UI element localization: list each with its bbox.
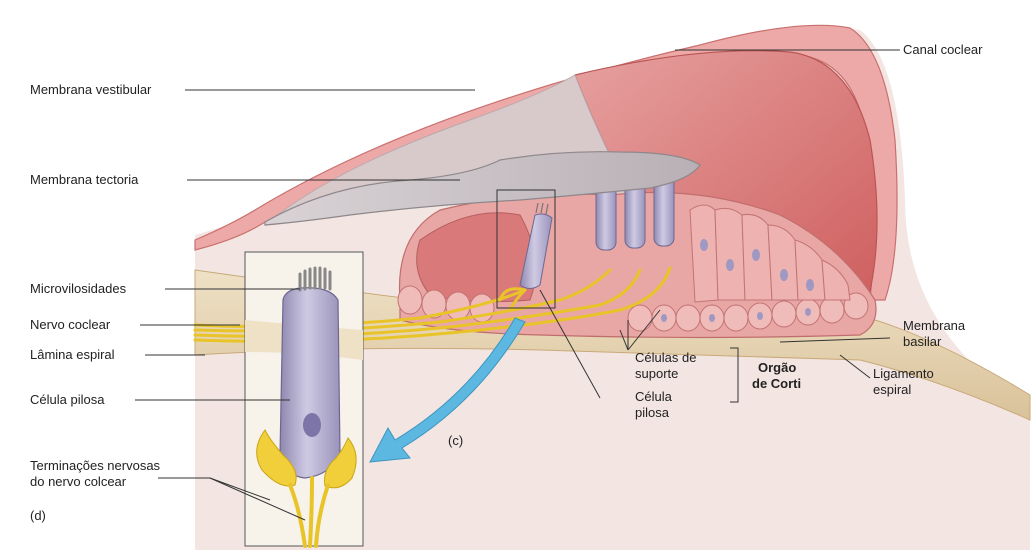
- label-celula-pilosa-line1: Célula: [635, 389, 673, 404]
- label-canal-coclear: Canal coclear: [903, 42, 983, 57]
- label-orgao-line2: de Corti: [752, 376, 801, 391]
- label-ligamento-line2: espiral: [873, 382, 911, 397]
- label-membrana-vestibular: Membrana vestibular: [30, 82, 152, 97]
- label-membrana-basilar-line2: basilar: [903, 334, 942, 349]
- label-celulas-suporte-line1: Células de: [635, 350, 696, 365]
- label-panel-c: (c): [448, 433, 463, 448]
- label-terminacoes-line2: do nervo colcear: [30, 474, 127, 489]
- label-microvilosidades: Microvilosidades: [30, 281, 127, 296]
- label-lamina-espiral: Lâmina espiral: [30, 347, 115, 362]
- label-panel-d: (d): [30, 508, 46, 523]
- label-nervo-coclear: Nervo coclear: [30, 317, 111, 332]
- label-membrana-basilar-line1: Membrana: [903, 318, 966, 333]
- label-ligamento-line1: Ligamento: [873, 366, 934, 381]
- label-celula-pilosa-detail: Célula pilosa: [30, 392, 105, 407]
- label-orgao-line1: Orgão: [758, 360, 796, 375]
- label-membrana-tectoria: Membrana tectoria: [30, 172, 139, 187]
- label-terminacoes-line1: Terminações nervosas: [30, 458, 161, 473]
- label-celulas-suporte-line2: suporte: [635, 366, 678, 381]
- label-celula-pilosa-line2: pilosa: [635, 405, 670, 420]
